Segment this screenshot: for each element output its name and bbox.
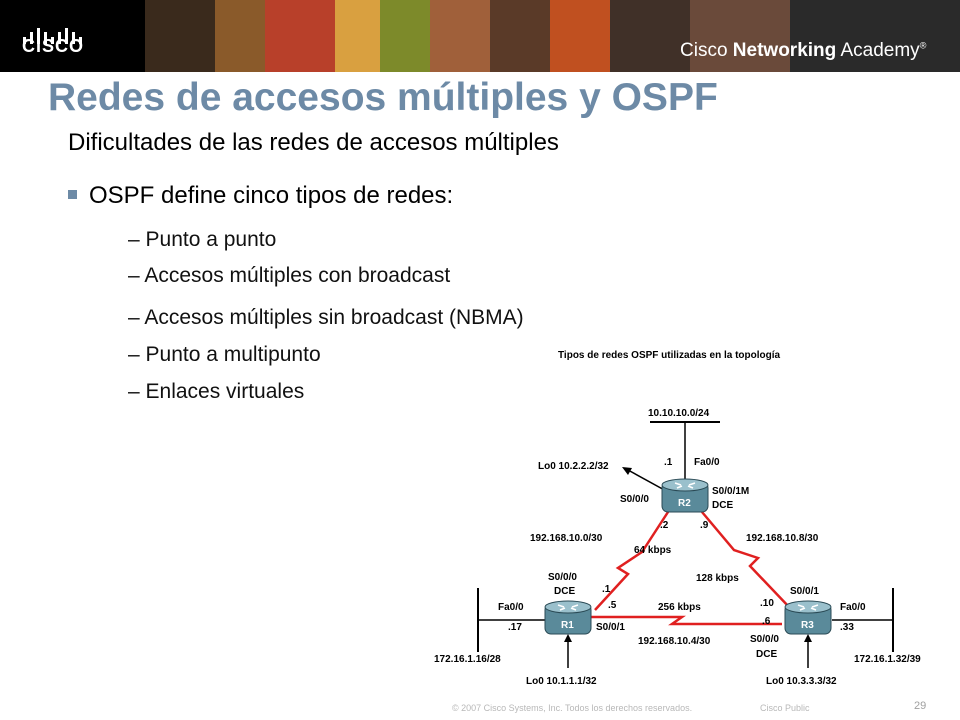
link-r2r3-net: 192.168.10.8/30	[746, 533, 819, 544]
router-r1-label: R1	[561, 620, 574, 631]
r1-s001: S0/0/1	[596, 622, 625, 633]
router-r3-icon[interactable]: R3	[784, 600, 832, 635]
r2-s000: S0/0/0	[620, 494, 649, 505]
r3-loopback: Lo0 10.3.3.3/32	[766, 676, 837, 687]
link-r2-r3	[701, 511, 791, 609]
cisco-bridge-icon	[23, 28, 82, 44]
photo-strip	[790, 0, 960, 72]
photo-strip	[550, 0, 610, 72]
link-r1-r3	[590, 615, 782, 626]
r3-s001: S0/0/1	[790, 586, 819, 597]
sub-item: – Enlaces virtuales	[128, 380, 305, 403]
arrow-icon	[622, 467, 632, 475]
r2-s001: S0/0/1M	[712, 486, 749, 497]
photo-strip	[690, 0, 790, 72]
net-top-label: 10.10.10.0/24	[648, 408, 710, 419]
router-r2-label: R2	[678, 498, 691, 509]
r1-lan: 172.16.1.16/28	[434, 654, 501, 665]
arrow-icon	[564, 634, 572, 642]
photo-strip	[380, 0, 430, 72]
photo-strip	[265, 0, 335, 72]
academy-prefix: Cisco	[680, 40, 728, 61]
photo-strip	[490, 0, 550, 72]
r1-dce: DCE	[554, 586, 575, 597]
diagram-caption: Tipos de redes OSPF utilizadas en la top…	[558, 350, 781, 361]
topology-diagram: Tipos de redes OSPF utilizadas en la top…	[434, 350, 921, 687]
page-number: 29	[914, 700, 927, 712]
r2-loopback: Lo0 10.2.2.2/32	[538, 461, 609, 472]
r3-fa-ip: .33	[840, 622, 854, 633]
bullet-square-icon	[68, 190, 77, 199]
photo-strip	[610, 0, 690, 72]
r3-ip-top: .10	[760, 598, 774, 609]
r2-fa-ip: .1	[664, 457, 673, 468]
photo-strip	[335, 0, 380, 72]
footer-copyright: © 2007 Cisco Systems, Inc. Todos los der…	[452, 703, 693, 713]
r1-ip-right: .5	[608, 600, 617, 611]
r2-ip-right: .9	[700, 520, 709, 531]
r2-fa-if: Fa0/0	[694, 457, 720, 468]
r1-ip-top: .1	[602, 584, 611, 595]
sub-item: – Accesos múltiples con broadcast	[128, 264, 451, 287]
link-r1r2-net: 192.168.10.0/30	[530, 533, 603, 544]
r3-fa-if: Fa0/0	[840, 602, 866, 613]
networking-academy-logo: Cisco Networking Academy®	[680, 40, 926, 62]
sub-item: – Punto a multipunto	[128, 343, 321, 366]
slide-title: Redes de accesos múltiples y OSPF	[48, 76, 718, 119]
photo-strip	[215, 0, 265, 72]
r1-loopback: Lo0 10.1.1.1/32	[526, 676, 597, 687]
r2-dce: DCE	[712, 500, 733, 511]
cisco-logo-text: CISCO	[22, 36, 85, 56]
bullet-text: OSPF define cinco tipos de redes:	[89, 182, 454, 209]
r1-fa-if: Fa0/0	[498, 602, 524, 613]
link-r1-r2	[594, 511, 670, 611]
link-r1r3-net: 192.168.10.4/30	[638, 636, 711, 647]
slide-subtitle: Dificultades de las redes de accesos múl…	[68, 129, 559, 156]
router-r1-icon[interactable]: R1	[544, 600, 592, 635]
r2-loopback-line	[627, 469, 669, 493]
router-r3-label: R3	[801, 620, 814, 631]
academy-strong: Networking	[732, 40, 837, 61]
r2-ip-left: .2	[660, 520, 669, 531]
bullet-item: OSPF define cinco tipos de redes:	[68, 182, 453, 210]
sub-item: – Punto a punto	[128, 228, 277, 251]
arrow-icon	[804, 634, 812, 642]
footer-classification: Cisco Public	[760, 703, 810, 713]
photo-strip	[145, 0, 215, 72]
r1-s000: S0/0/0	[548, 572, 577, 583]
link-r2r3-speed: 128 kbps	[696, 573, 739, 584]
link-r1r2-speed: 64 kbps	[634, 545, 672, 556]
trademark: ®	[919, 40, 927, 51]
header-banner: CISCO Cisco Networking Academy®	[0, 0, 960, 72]
router-r2-icon[interactable]: R2	[661, 478, 709, 513]
academy-suffix: Academy	[840, 40, 920, 61]
r3-s000: S0/0/0	[750, 634, 779, 645]
r3-dce: DCE	[756, 649, 777, 660]
r1-fa-ip: .17	[508, 622, 522, 633]
link-r1r3-speed: 256 kbps	[658, 602, 701, 613]
r3-ip-left: .6	[762, 616, 771, 627]
photo-strip	[430, 0, 490, 72]
r3-lan: 172.16.1.32/39	[854, 654, 921, 665]
sub-item: – Accesos múltiples sin broadcast (NBMA)	[128, 306, 524, 329]
